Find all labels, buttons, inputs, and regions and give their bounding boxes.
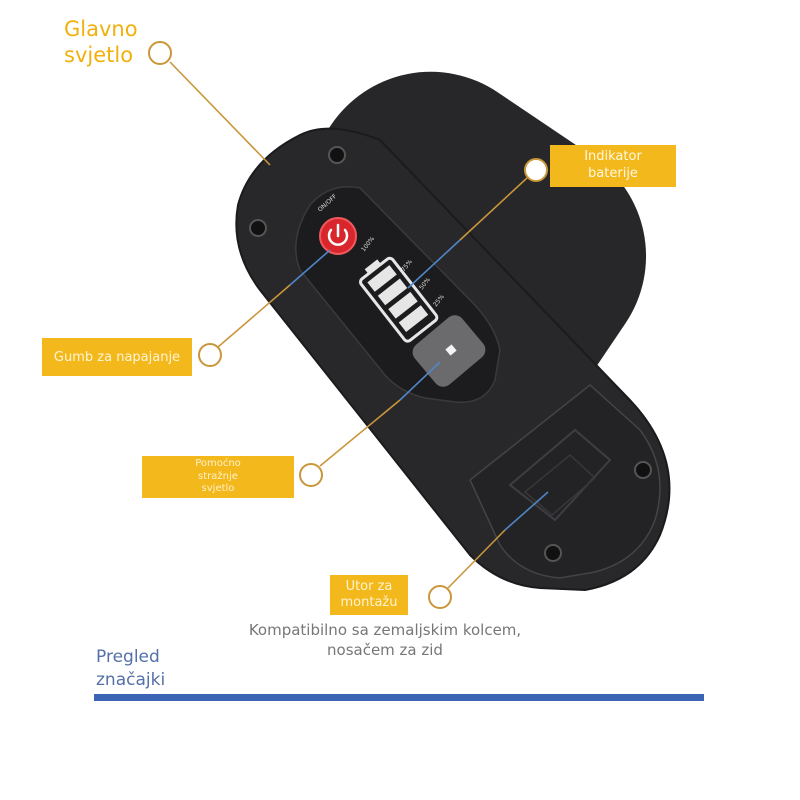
battery-bar xyxy=(377,278,408,306)
indicator-line-power xyxy=(289,249,331,286)
indicator-line-slot xyxy=(504,491,549,531)
mount-slot-inner xyxy=(523,454,597,516)
power-icon xyxy=(327,228,349,246)
mount-slot-area xyxy=(469,384,661,579)
power-button-label: Gumb za napajanje xyxy=(42,338,192,376)
battery-bar xyxy=(388,291,418,319)
leader-line-main-light xyxy=(169,61,271,166)
leader-dot-main-light xyxy=(148,41,172,65)
leader-line-battery xyxy=(459,177,528,241)
mount-slot-rail xyxy=(508,428,612,522)
leader-dot-power xyxy=(198,343,222,367)
section-divider xyxy=(94,694,704,701)
leader-line-aux xyxy=(319,399,401,467)
indicator-line-battery xyxy=(407,239,461,289)
screw xyxy=(249,219,267,237)
indicator-line-aux xyxy=(399,361,441,401)
leader-dot-aux xyxy=(299,463,323,487)
aux-light-led xyxy=(445,344,457,356)
battery-indicator-label: Indikator baterije xyxy=(550,145,676,187)
screw xyxy=(544,544,562,562)
compatibility-note: Kompatibilno sa zemaljskim kolcem, nosač… xyxy=(248,621,522,660)
leader-dot-battery xyxy=(524,158,548,182)
overview-title: Pregled značajki xyxy=(96,647,166,690)
screw xyxy=(328,146,346,164)
battery-bar xyxy=(367,265,397,292)
leader-line-slot xyxy=(447,529,506,589)
mount-slot-label: Utor za montažu xyxy=(330,575,408,615)
battery-icon xyxy=(359,256,439,343)
leader-line-power xyxy=(217,284,291,348)
battery-bar xyxy=(398,305,429,332)
screw xyxy=(634,461,652,479)
main-light-label: Glavno svjetlo xyxy=(64,17,138,68)
aux-light-label: Pomoćno stražnje svjetlo xyxy=(142,456,294,498)
leader-dot-slot xyxy=(428,585,452,609)
